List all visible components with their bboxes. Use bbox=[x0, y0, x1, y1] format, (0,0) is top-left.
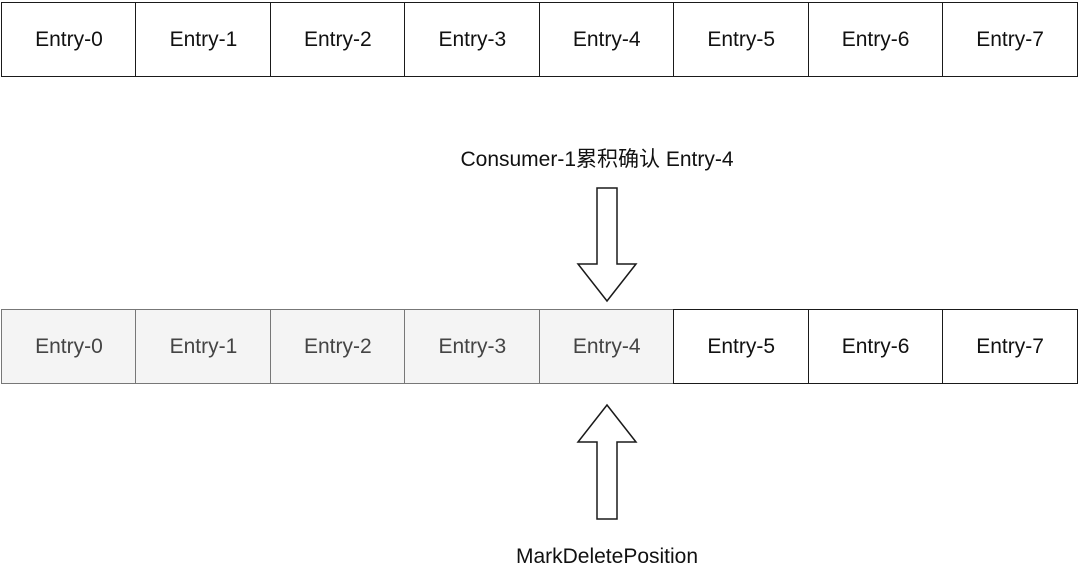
ack-caption: Consumer-1累积确认 Entry-4 bbox=[460, 148, 734, 171]
entry-row-before: Entry-0 Entry-1 Entry-2 Entry-3 Entry-4 … bbox=[1, 2, 1078, 77]
entry-cell: Entry-7 bbox=[942, 2, 1078, 77]
acked-entry-cell: Entry-4 bbox=[538, 309, 675, 384]
entry-cell: Entry-2 bbox=[269, 2, 406, 77]
entry-cell: Entry-1 bbox=[135, 2, 272, 77]
entry-cell: Entry-6 bbox=[807, 309, 944, 384]
entry-cell: Entry-7 bbox=[942, 309, 1078, 384]
acked-entry-cell: Entry-0 bbox=[1, 309, 137, 384]
acked-entry-cell: Entry-2 bbox=[269, 309, 406, 384]
entry-cell: Entry-0 bbox=[1, 2, 137, 77]
arrow-up-icon bbox=[576, 403, 638, 520]
entry-cell: Entry-5 bbox=[673, 309, 810, 384]
entry-row-after: Entry-0 Entry-1 Entry-2 Entry-3 Entry-4 … bbox=[1, 309, 1078, 384]
entry-cell: Entry-5 bbox=[673, 2, 810, 77]
entry-cell: Entry-3 bbox=[404, 2, 541, 77]
acked-entry-cell: Entry-1 bbox=[135, 309, 272, 384]
arrow-down-icon bbox=[576, 187, 638, 303]
acked-entry-cell: Entry-3 bbox=[404, 309, 541, 384]
mark-delete-position-caption: MarkDeletePosition bbox=[515, 545, 699, 568]
entry-cell: Entry-6 bbox=[807, 2, 944, 77]
entry-cell: Entry-4 bbox=[538, 2, 675, 77]
